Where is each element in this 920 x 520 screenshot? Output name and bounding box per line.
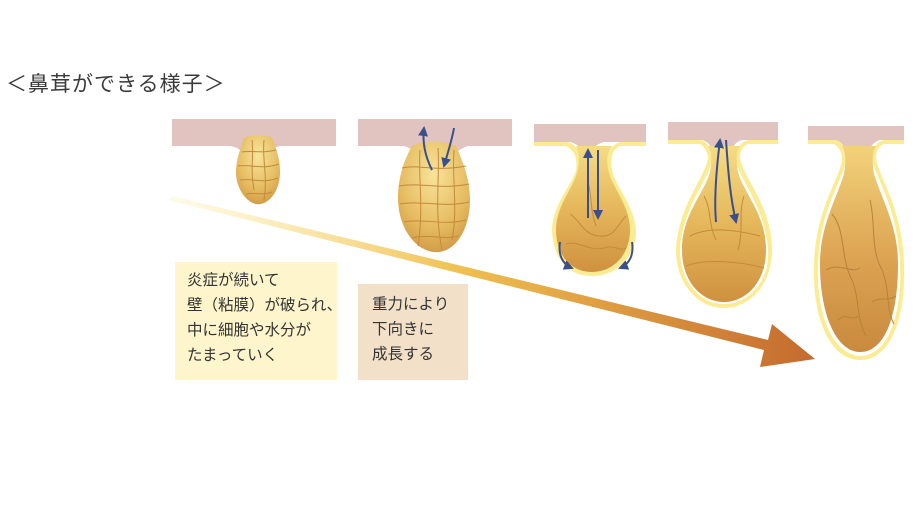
stage-4-polyp [668,122,778,308]
callout-line: 成長する [372,345,435,363]
callout-line: 下向きに [372,320,435,338]
callout-line: 壁（粘膜）が破られ、 [187,296,343,314]
callout-line: 炎症が続いて [187,271,280,289]
page-title: ＜鼻茸ができる様子＞ [6,72,226,96]
stage-1-polyp [172,119,336,205]
stage-5-polyp [808,126,905,360]
stage-3-polyp [534,124,646,276]
callout-inflammation: 炎症が続いて 壁（粘膜）が破られ、 中に細胞や水分が たまっていく [175,262,343,380]
callout-line: たまっていく [187,346,279,364]
callout-gravity: 重力により 下向きに 成長する [358,284,468,380]
stage-2-polyp [358,119,512,253]
mucosa-layer [668,122,778,150]
growth-arrow [168,196,815,367]
callout-line: 中に細胞や水分が [187,321,312,339]
mucosa-layer [534,124,646,156]
callout-line: 重力により [372,295,450,313]
mucosa-layer [808,126,904,152]
mucosa-layer [358,119,512,160]
